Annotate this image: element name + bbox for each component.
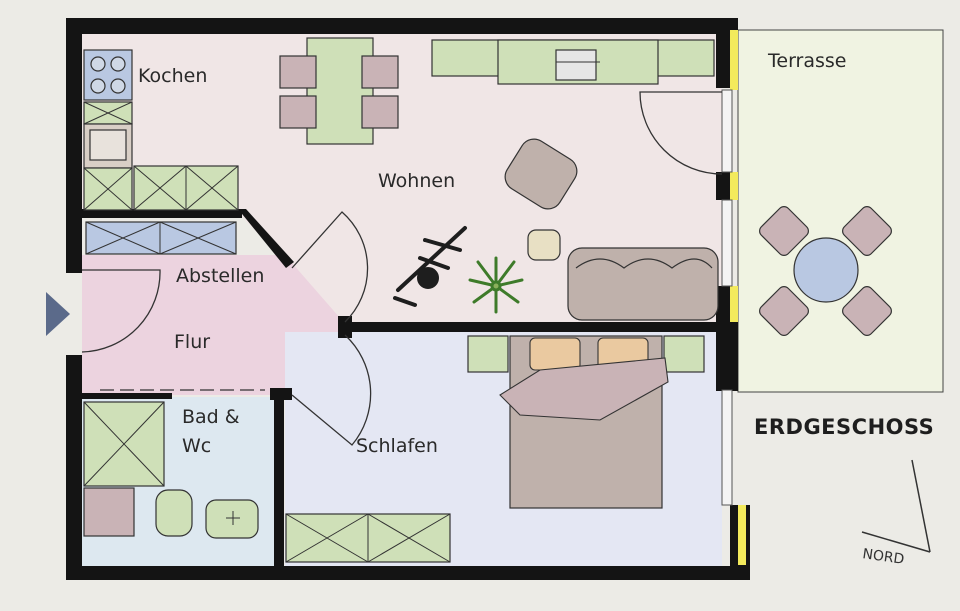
stove-icon xyxy=(83,49,133,101)
north-arrow-icon xyxy=(861,459,931,553)
dining-set xyxy=(279,37,399,145)
windows xyxy=(721,30,746,565)
entrance-door xyxy=(81,269,161,353)
terrace-floor xyxy=(737,29,944,393)
cabinet xyxy=(83,487,135,537)
entrance-arrow-icon xyxy=(46,292,70,336)
sofa xyxy=(567,247,719,321)
wall-corner xyxy=(338,316,352,338)
terrace-door xyxy=(639,91,723,175)
tv-icon xyxy=(555,49,597,81)
blanket xyxy=(499,357,669,421)
room-label-terrasse: Terrasse xyxy=(767,50,847,72)
hall-floor xyxy=(82,255,350,395)
toilet-icon xyxy=(155,489,193,537)
terrace-chair xyxy=(759,206,809,256)
wall-bath-top xyxy=(82,393,172,399)
window-4 xyxy=(738,505,746,565)
terrace-chair xyxy=(842,206,892,256)
terrace-chair xyxy=(842,286,892,336)
sideboard xyxy=(431,39,715,85)
dining-chair xyxy=(279,55,317,89)
room-label-wc: Wc xyxy=(182,435,211,457)
wall-left-upper xyxy=(66,18,82,273)
room-label-kochen: Kochen xyxy=(138,65,207,87)
doors xyxy=(81,91,723,446)
window-2 xyxy=(730,172,738,200)
side-table xyxy=(527,229,561,261)
wall-bath-bedroom xyxy=(274,390,284,570)
exercise-bike-icon xyxy=(393,226,467,307)
plant-icon xyxy=(468,256,524,314)
wall-diagonal xyxy=(238,209,294,268)
dining-chair xyxy=(361,55,399,89)
north-label: NORD xyxy=(861,546,905,568)
dining-chair xyxy=(361,95,399,129)
window-frame-bedroom xyxy=(721,389,733,506)
bedroom-door xyxy=(291,334,372,446)
wall-living-bedroom xyxy=(340,322,722,332)
living-floor xyxy=(82,32,722,330)
bedroom-furniture xyxy=(285,335,705,563)
living-door xyxy=(291,211,369,323)
room-label-bad: Bad & xyxy=(182,406,240,428)
room-label-wohnen: Wohnen xyxy=(378,170,455,192)
pillow xyxy=(529,337,581,371)
room-label-flur: Flur xyxy=(174,331,210,353)
room-label-schlafen: Schlafen xyxy=(356,435,438,457)
wall-top xyxy=(66,18,738,34)
kitchen-furniture xyxy=(83,49,239,211)
wall-bath-corner xyxy=(270,388,292,400)
terrace-door-frame xyxy=(721,89,733,173)
terrace-table xyxy=(793,237,859,303)
floor-title: ERDGESCHOSS xyxy=(754,415,934,439)
armchair xyxy=(504,138,578,210)
room-label-abstellen: Abstellen xyxy=(176,265,264,287)
storage-shelf xyxy=(85,221,237,255)
nightstand xyxy=(663,335,705,373)
terrace-furniture xyxy=(759,206,892,336)
wall-left-lower xyxy=(66,355,82,580)
window-1 xyxy=(730,30,738,90)
dining-chair xyxy=(279,95,317,129)
bathroom-fixtures xyxy=(83,401,259,539)
terrace-chair xyxy=(759,286,809,336)
wall-kitchen-storage xyxy=(82,209,242,218)
nightstand xyxy=(467,335,509,373)
window-frame-living xyxy=(721,199,733,287)
floors xyxy=(82,29,944,570)
wall-bottom xyxy=(66,566,750,580)
window-3 xyxy=(730,286,738,322)
washbasin-icon xyxy=(205,499,259,539)
